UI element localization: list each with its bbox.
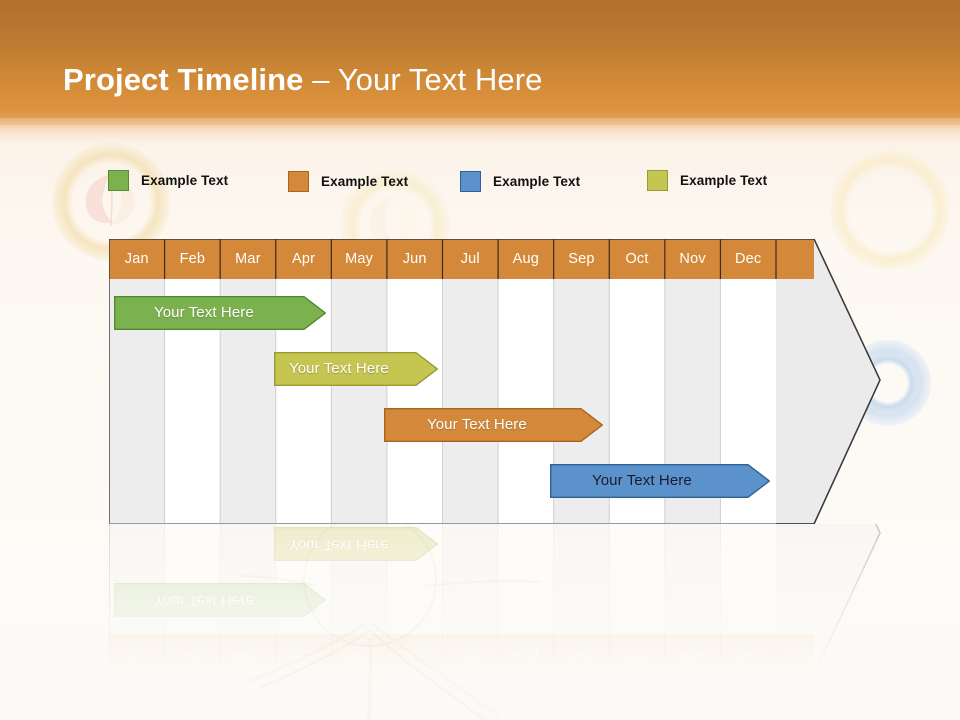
task-bar[interactable]: Your Text Here (114, 296, 326, 330)
reflection-edge (109, 523, 776, 524)
legend-item-label: Example Text (680, 173, 768, 188)
task-bar-shape (114, 296, 326, 330)
task-bar-label: Your Text Here (427, 416, 527, 433)
month-header-oct[interactable]: Oct (625, 251, 649, 267)
flower-watermark-icon (239, 520, 541, 720)
legend-item[interactable]: Example Text (647, 170, 767, 191)
month-header-feb: Feb (179, 646, 206, 662)
timeline-column (498, 279, 554, 524)
legend-item[interactable]: Example Text (108, 170, 228, 191)
timeline-column (442, 279, 499, 524)
task-bar[interactable]: Your Text Here (550, 464, 770, 498)
task-bar-arrow (384, 408, 603, 442)
timeline-column (386, 279, 443, 524)
page-title: Project Timeline – Your Text Here (63, 60, 542, 100)
task-bar-shape (550, 464, 770, 498)
task-bar-shape (274, 352, 438, 386)
legend-swatch-icon (460, 171, 481, 192)
legend-item[interactable]: Example Text (288, 171, 408, 192)
task-bar-label: Your Text Here (289, 536, 389, 553)
header-band (0, 0, 960, 125)
chart-reflection: Jan Feb Mar Apr May Jun Jul Aug Sep Oct Nov Dec Your… (109, 389, 884, 674)
task-bar[interactable]: Your Text Here (384, 408, 603, 442)
month-header-feb[interactable]: Feb (179, 251, 206, 267)
legend-swatch-icon (108, 170, 129, 191)
month-header-nov: Nov (679, 646, 706, 662)
month-header-apr[interactable]: Apr (291, 251, 316, 267)
month-header-dec: Dec (735, 646, 762, 662)
month-header-sep[interactable]: Sep (568, 251, 595, 267)
page-title-light: – Your Text Here (303, 62, 543, 97)
task-bar-label: Your Text Here (154, 592, 254, 609)
legend-item-label: Example Text (141, 173, 229, 188)
task-bar-shape (114, 583, 326, 617)
legend-swatch-icon (288, 171, 309, 192)
task-bar-arrow (550, 464, 770, 498)
task-bar[interactable]: Your Text Here (274, 352, 438, 386)
month-header-aug: Aug (512, 646, 540, 662)
month-header-may: May (345, 646, 374, 662)
task-bar-shape (274, 527, 438, 561)
month-header-jun: Jun (402, 646, 427, 662)
task-bar-arrow (274, 352, 438, 386)
task-bar-arrow (114, 583, 326, 617)
month-header-sep: Sep (568, 646, 595, 662)
month-header-apr: Apr (291, 646, 316, 662)
month-header-oct: Oct (625, 646, 649, 662)
month-header-dec[interactable]: Dec (735, 251, 762, 267)
month-header-band (109, 634, 776, 674)
legend-swatch-icon (647, 170, 668, 191)
month-header-nov[interactable]: Nov (679, 251, 706, 267)
task-bar-arrow (114, 296, 326, 330)
task-bar-label: Your Text Here (592, 472, 692, 489)
month-header-jan[interactable]: Jan (124, 251, 149, 267)
month-header-mar: Mar (235, 646, 261, 662)
timeline-column (331, 279, 387, 524)
month-header-jan: Jan (124, 646, 149, 662)
task-bar-shape (384, 408, 603, 442)
month-header-wedge (776, 239, 814, 279)
month-header-jul[interactable]: Jul (460, 251, 480, 267)
task-bar: Your Text Here (274, 527, 438, 561)
month-header-wedge (776, 634, 814, 674)
month-header-mar[interactable]: Mar (235, 251, 261, 267)
legend-item-label: Example Text (493, 174, 581, 189)
month-header-jun[interactable]: Jun (402, 251, 427, 267)
page-title-strong: Project Timeline (63, 62, 304, 97)
month-header-may[interactable]: May (345, 251, 374, 267)
timeline-arrow-outline-top (109, 239, 881, 524)
legend-item[interactable]: Example Text (460, 171, 580, 192)
month-header-jul: Jul (460, 646, 480, 662)
task-bar-label: Your Text Here (289, 360, 389, 377)
task-bar: Your Text Here (114, 583, 326, 617)
task-bar-arrow (274, 527, 438, 561)
task-bar-label: Your Text Here (154, 304, 254, 321)
month-header-aug[interactable]: Aug (512, 251, 540, 267)
legend-item-label: Example Text (321, 174, 409, 189)
